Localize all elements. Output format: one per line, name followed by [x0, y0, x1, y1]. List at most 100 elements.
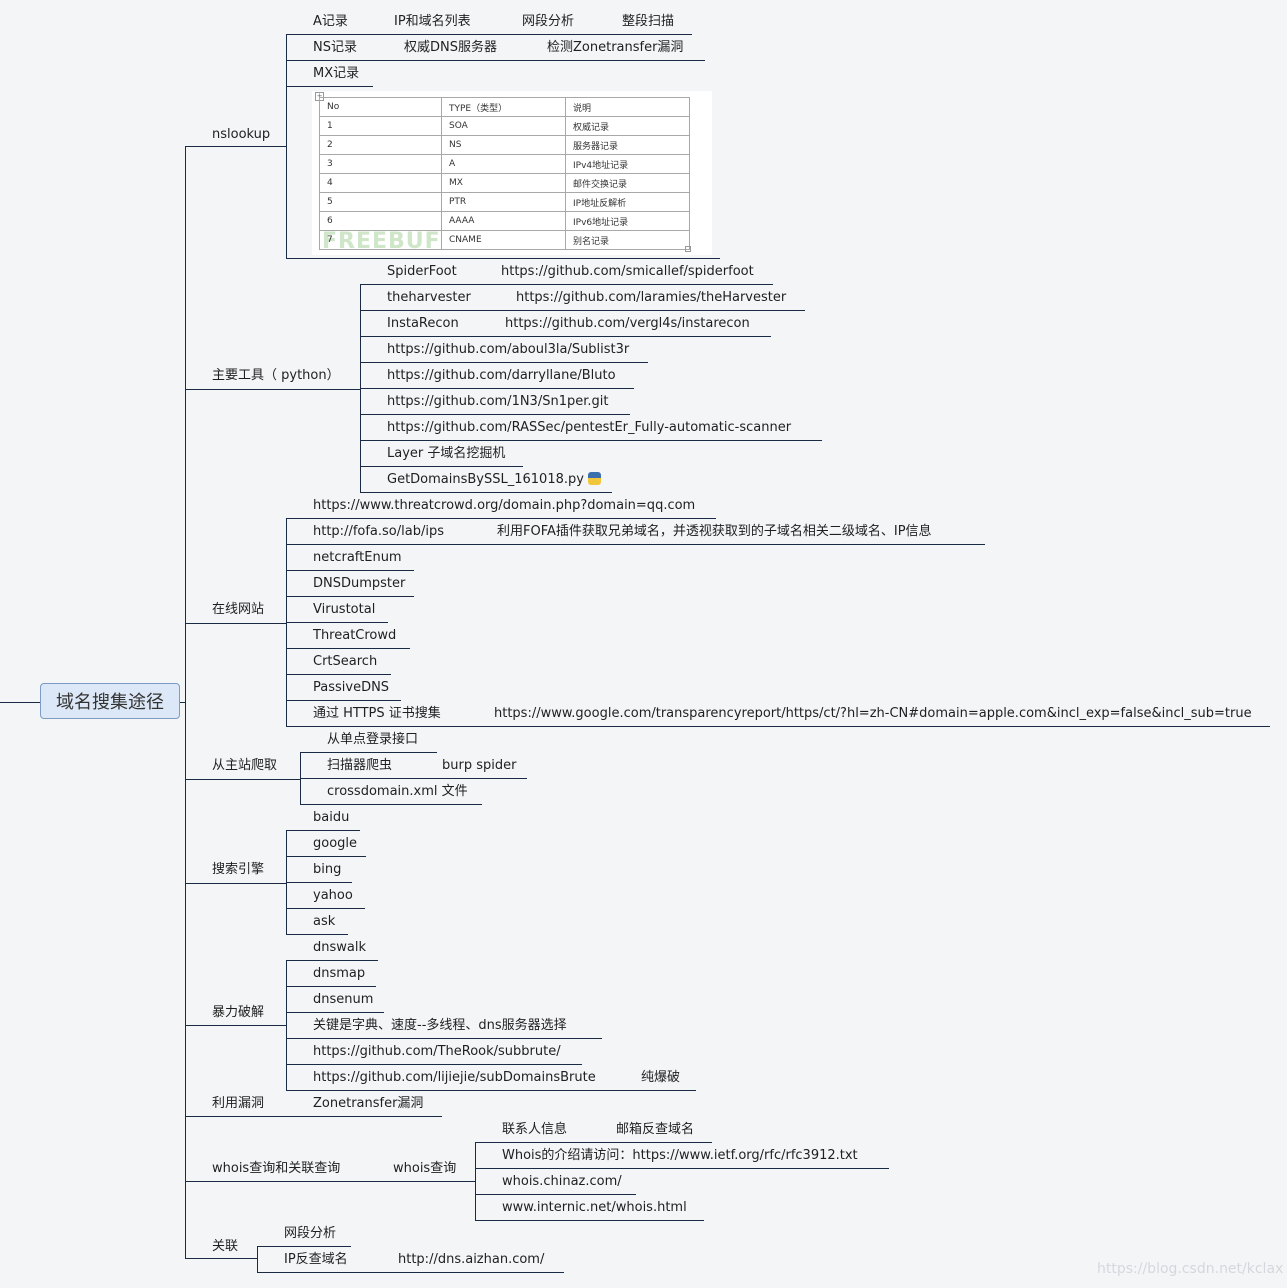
node-ask[interactable]: ask: [313, 914, 336, 929]
node-segment-scan[interactable]: 整段扫描: [622, 14, 675, 29]
table-cell: SOA: [441, 116, 566, 136]
table-cell: 3: [319, 154, 442, 174]
node-dnsenum[interactable]: dnsenum: [313, 992, 374, 1007]
node-netcraftenum[interactable]: netcraftEnum: [313, 550, 402, 565]
node-a-record[interactable]: A记录: [313, 14, 348, 29]
node-whois-query[interactable]: whois查询: [393, 1161, 457, 1176]
node-contact-info[interactable]: 联系人信息: [502, 1122, 568, 1137]
node-ip-domain-list[interactable]: IP和域名列表: [394, 14, 471, 29]
branch-vuln[interactable]: 利用漏洞: [212, 1096, 265, 1111]
node-threatcrowd[interactable]: ThreatCrowd: [313, 628, 397, 643]
node-theharvester[interactable]: theharvester: [387, 290, 471, 305]
branch-tools[interactable]: 主要工具（ python）: [212, 368, 340, 383]
node-mx-record[interactable]: MX记录: [313, 66, 360, 81]
table-cell: 服务器记录: [565, 135, 690, 155]
link-whois-chinaz[interactable]: whois.chinaz.com/: [502, 1174, 622, 1189]
root-node[interactable]: 域名搜集途径: [40, 683, 180, 719]
link-spiderfoot[interactable]: https://github.com/smicallef/spiderfoot: [501, 264, 754, 279]
table-cell: AAAA: [441, 211, 566, 231]
node-dnsmap[interactable]: dnsmap: [313, 966, 366, 981]
node-yahoo[interactable]: yahoo: [313, 888, 353, 903]
node-sso[interactable]: 从单点登录接口: [327, 732, 419, 747]
table-cell: MX: [441, 173, 566, 193]
node-getdomainsbyssl[interactable]: GetDomainsBySSL_161018.py: [387, 472, 584, 487]
node-bing[interactable]: bing: [313, 862, 342, 877]
table-cell: 7: [319, 230, 442, 250]
node-authoritative-dns[interactable]: 权威DNS服务器: [404, 40, 497, 55]
branch-assoc[interactable]: 关联: [212, 1239, 239, 1254]
branch-brute-force[interactable]: 暴力破解: [212, 1005, 265, 1020]
table-header-cell: 说明: [565, 97, 690, 117]
link-whois-rfc[interactable]: Whois的介绍请访问：https://www.ietf.org/rfc/rfc…: [502, 1148, 858, 1163]
link-theharvester[interactable]: https://github.com/laramies/theHarvester: [516, 290, 787, 305]
branch-whois[interactable]: whois查询和关联查询: [212, 1161, 341, 1176]
node-zonetransfer-check[interactable]: 检测Zonetransfer漏洞: [547, 40, 684, 55]
link-subdomainsbrute[interactable]: https://github.com/lijiejie/subDomainsBr…: [313, 1070, 596, 1085]
branch-crawl[interactable]: 从主站爬取: [212, 758, 278, 773]
table-cell: IPv6地址记录: [565, 211, 690, 231]
node-instarecon[interactable]: InstaRecon: [387, 316, 459, 331]
table-cell: 1: [319, 116, 442, 136]
python-file-icon[interactable]: [588, 472, 601, 485]
node-passivedns[interactable]: PassiveDNS: [313, 680, 390, 695]
table-header-cell: No: [319, 97, 442, 117]
node-layer[interactable]: Layer 子域名挖掘机: [387, 446, 506, 461]
node-dnswalk[interactable]: dnswalk: [313, 940, 367, 955]
link-bluto[interactable]: https://github.com/darryllane/Bluto: [387, 368, 616, 383]
table-cell: IPv4地址记录: [565, 154, 690, 174]
link-subbrute[interactable]: https://github.com/TheRook/subbrute/: [313, 1044, 561, 1059]
node-crtsearch[interactable]: CrtSearch: [313, 654, 378, 669]
node-virustotal[interactable]: Virustotal: [313, 602, 376, 617]
table-cell: CNAME: [441, 230, 566, 250]
node-dictionary-speed[interactable]: 关键是字典、速度--多线程、dns服务器选择: [313, 1018, 567, 1033]
table-cell: PTR: [441, 192, 566, 212]
node-assoc-segment[interactable]: 网段分析: [284, 1226, 337, 1241]
node-scanner-crawler[interactable]: 扫描器爬虫: [327, 758, 393, 773]
link-sublist3r[interactable]: https://github.com/aboul3la/Sublist3r: [387, 342, 630, 357]
node-fofa-note[interactable]: 利用FOFA插件获取兄弟域名，并透视获取到的子域名相关二级域名、IP信息: [497, 524, 932, 539]
branch-online-sites[interactable]: 在线网站: [212, 602, 265, 617]
node-ns-record[interactable]: NS记录: [313, 40, 357, 55]
table-cell: NS: [441, 135, 566, 155]
node-crossdomain[interactable]: crossdomain.xml 文件: [327, 784, 468, 799]
table-cell: 邮件交换记录: [565, 173, 690, 193]
node-email-reverse[interactable]: 邮箱反查域名: [616, 1122, 695, 1137]
link-pentester[interactable]: https://github.com/RASSec/pentestEr_Full…: [387, 420, 792, 435]
node-pure-brute[interactable]: 纯爆破: [641, 1070, 681, 1085]
node-ip-reverse[interactable]: IP反查域名: [284, 1252, 348, 1267]
link-sn1per[interactable]: https://github.com/1N3/Sn1per.git: [387, 394, 609, 409]
link-fofa[interactable]: http://fofa.so/lab/ips: [313, 524, 444, 539]
table-cell: 4: [319, 173, 442, 193]
link-aizhan[interactable]: http://dns.aizhan.com/: [398, 1252, 545, 1267]
node-https-cert[interactable]: 通过 HTTPS 证书搜集: [313, 706, 441, 721]
branch-nslookup[interactable]: nslookup: [212, 127, 271, 142]
branch-search-engine[interactable]: 搜索引擎: [212, 862, 265, 877]
table-cell: 别名记录: [565, 230, 690, 250]
table-cell: 2: [319, 135, 442, 155]
node-zonetransfer[interactable]: Zonetransfer漏洞: [313, 1096, 424, 1111]
node-spiderfoot[interactable]: SpiderFoot: [387, 264, 457, 279]
link-google-transparency[interactable]: https://www.google.com/transparencyrepor…: [494, 706, 1252, 721]
table-cell: 权威记录: [565, 116, 690, 136]
table-resize-handle-icon[interactable]: [685, 246, 691, 252]
link-instarecon[interactable]: https://github.com/vergl4s/instarecon: [505, 316, 750, 331]
node-baidu[interactable]: baidu: [313, 810, 350, 825]
node-google[interactable]: google: [313, 836, 358, 851]
node-dnsdumpster[interactable]: DNSDumpster: [313, 576, 406, 591]
node-segment-analysis[interactable]: 网段分析: [522, 14, 575, 29]
table-cell: 6: [319, 211, 442, 231]
link-internic[interactable]: www.internic.net/whois.html: [502, 1200, 687, 1215]
link-threatcrowd-domain[interactable]: https://www.threatcrowd.org/domain.php?d…: [313, 498, 696, 513]
node-burp-spider[interactable]: burp spider: [442, 758, 517, 773]
table-header-row: No TYPE（类型） 说明: [319, 97, 690, 117]
csdn-watermark: https://blog.csdn.net/kclax: [1097, 1261, 1284, 1277]
